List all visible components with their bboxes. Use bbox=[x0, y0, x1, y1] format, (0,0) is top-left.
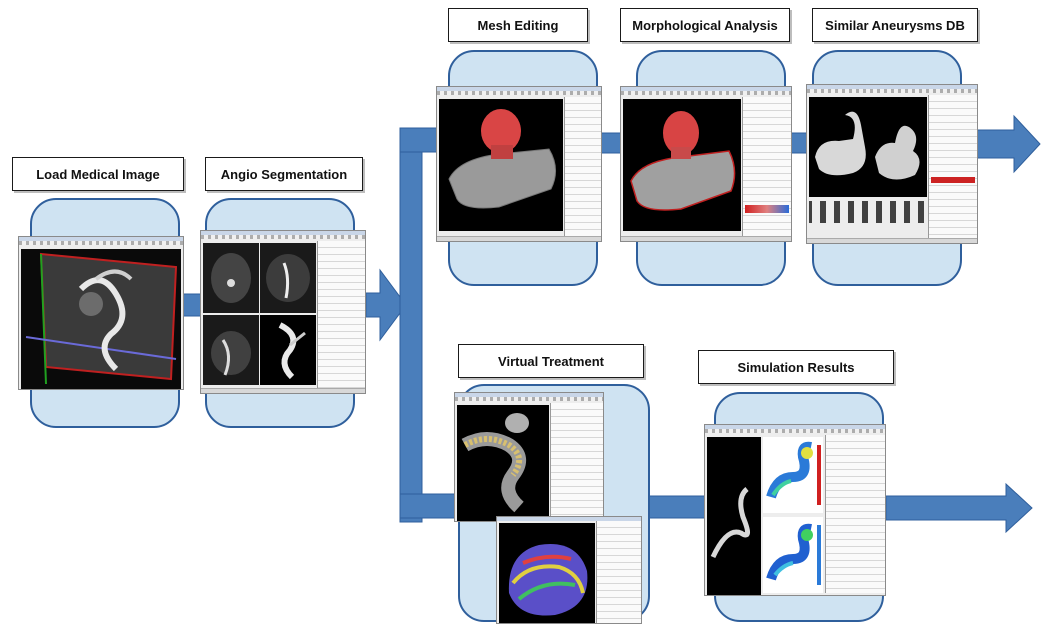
volume-render-graphic bbox=[21, 249, 181, 389]
viewer-3d-volume bbox=[21, 249, 181, 389]
screenshot-angio-segmentation bbox=[200, 230, 366, 394]
screenshot-morphological-analysis bbox=[620, 86, 792, 242]
vessel-overview-graphic bbox=[707, 437, 761, 595]
result-highlight bbox=[931, 177, 975, 183]
step-label-simulation-results: Simulation Results bbox=[698, 350, 894, 384]
wall-shear-stress-map-top bbox=[763, 437, 823, 513]
aneurysm-comparison-graphic bbox=[809, 97, 927, 197]
branch-to-treatment bbox=[399, 493, 459, 519]
screenshot-load-medical-image bbox=[18, 236, 184, 390]
aneurysm-mesh-graphic bbox=[439, 99, 563, 231]
control-panel bbox=[550, 403, 603, 521]
vessel-3d-view bbox=[260, 315, 316, 385]
thumbnail-strip bbox=[809, 201, 927, 223]
output-arrow-top bbox=[975, 114, 1041, 174]
control-panel bbox=[825, 435, 885, 593]
control-panel bbox=[596, 521, 641, 623]
control-panel bbox=[317, 241, 365, 389]
wall-shear-stress-map-bottom bbox=[763, 517, 823, 593]
connector-treatment-to-simulation bbox=[647, 495, 711, 519]
step-label-mesh-editing: Mesh Editing bbox=[448, 8, 588, 42]
step-label-similar-aneurysms-db: Similar Aneurysms DB bbox=[812, 8, 978, 42]
screenshot-virtual-treatment-coil bbox=[496, 516, 642, 624]
step-label-angio-segmentation: Angio Segmentation bbox=[205, 157, 363, 191]
connector-mesh-to-morph bbox=[599, 132, 623, 154]
step-label-load-medical-image: Load Medical Image bbox=[12, 157, 184, 191]
step-label-morphological-analysis: Morphological Analysis bbox=[620, 8, 790, 42]
aneurysm-analysis-graphic bbox=[623, 99, 741, 231]
control-panel bbox=[742, 97, 791, 237]
screenshot-virtual-treatment-stent bbox=[454, 392, 604, 522]
slice-view-sagittal bbox=[203, 315, 259, 385]
coil-surface-graphic bbox=[499, 523, 595, 623]
vertical-trunk bbox=[399, 127, 423, 523]
screenshot-mesh-editing bbox=[436, 86, 602, 242]
control-panel bbox=[564, 97, 601, 237]
screenshot-similar-aneurysms-db bbox=[806, 84, 978, 244]
screenshot-simulation-results bbox=[704, 424, 886, 596]
step-label-virtual-treatment: Virtual Treatment bbox=[458, 344, 644, 378]
output-arrow-bottom bbox=[885, 482, 1033, 534]
stent-deployment-graphic bbox=[457, 405, 549, 521]
slice-view-coronal bbox=[260, 243, 316, 313]
control-panel bbox=[928, 95, 977, 241]
color-legend-strip bbox=[745, 205, 789, 213]
split-arrow bbox=[365, 268, 407, 342]
slice-view-axial bbox=[203, 243, 259, 313]
